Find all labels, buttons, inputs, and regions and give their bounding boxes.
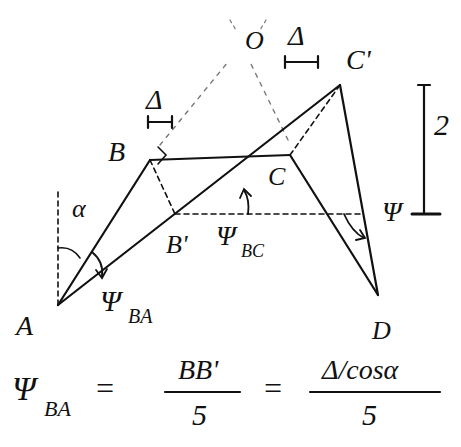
angle-subscript: BC	[241, 242, 264, 260]
point-label: B	[108, 138, 125, 166]
displacement-label: Δ	[288, 22, 304, 50]
point-label: B'	[166, 232, 187, 258]
angle-label: Ψ	[216, 222, 236, 250]
displacement-label: Δ	[146, 86, 162, 114]
angle-subscript: BA	[128, 306, 152, 326]
dimension-label: 2	[434, 110, 449, 140]
angle-label: α	[72, 196, 86, 222]
formula-operator: =	[94, 372, 116, 404]
formula-denominator: 5	[192, 400, 207, 430]
formula-denominator: 5	[362, 400, 377, 430]
point-label: C'	[346, 46, 371, 74]
point-label: D	[372, 318, 391, 344]
angle-label: Ψ	[100, 286, 121, 316]
formula-numerator: BB'	[178, 356, 218, 384]
angle-label: Ψ	[382, 198, 402, 226]
formula-subscript: BA	[44, 398, 71, 420]
formula-numerator: Δ/cosα	[322, 356, 398, 384]
point-label: O	[245, 28, 264, 54]
point-label: A	[16, 312, 33, 340]
formula-symbol: Ψ	[12, 372, 36, 406]
formula-operator: =	[262, 372, 284, 404]
point-label: C	[268, 164, 285, 190]
